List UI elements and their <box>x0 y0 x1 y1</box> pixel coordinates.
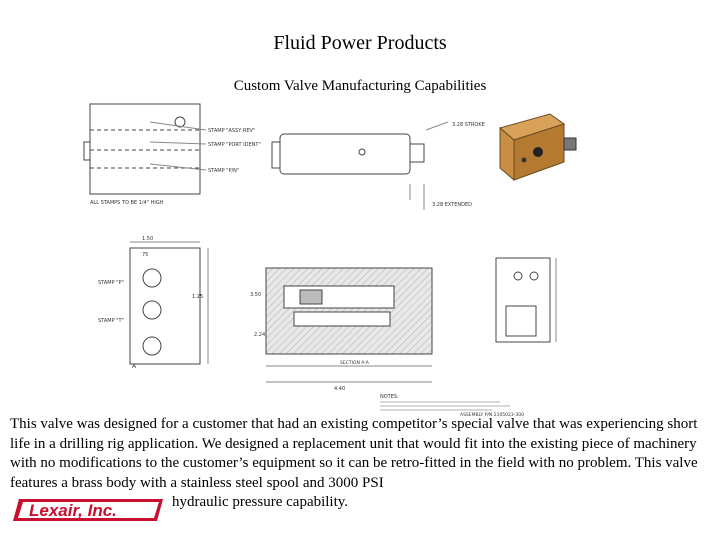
label-stamp-p: STAMP "P" <box>98 280 124 286</box>
label-stamp-part-no: STAMP "P/N" <box>208 168 239 174</box>
label-stamp-assy-rev: STAMP "ASSY REV" <box>208 128 255 134</box>
label-dim-top: 3.28 STROKE <box>452 122 485 128</box>
label-assembly-no: ASSEMBLY P/N 2105023-300 <box>460 412 524 418</box>
label-dim-350: 3.50 <box>250 292 261 298</box>
lexair-logo: Lexair, Inc. <box>13 499 163 521</box>
label-section: SECTION A-A <box>340 360 370 366</box>
label-dim-224: 2.24 <box>254 332 265 338</box>
label-dim-150: 1.50 <box>142 236 153 242</box>
label-dim-125: 1.25 <box>192 294 203 300</box>
page-subtitle: Custom Valve Manufacturing Capabilities <box>233 78 487 94</box>
label-dim-440: 4.40 <box>334 386 345 392</box>
valve-3d-render <box>498 113 577 182</box>
label-notes: NOTES: <box>380 394 399 400</box>
label-section-a: A <box>132 363 137 370</box>
label-dim-extended: 3.28 EXTENDED <box>432 202 472 208</box>
section-view <box>265 267 433 383</box>
description-text: This valve was designed for a customer t… <box>10 416 698 491</box>
valve-technical-drawing: STAMP "ASSY REV" STAMP "PORT IDENT" STAM… <box>83 103 577 418</box>
port-view <box>129 241 209 365</box>
side-view-cylinder <box>271 121 449 210</box>
page-title: Fluid Power Products <box>273 32 447 54</box>
logo-text: Lexair, Inc. <box>29 501 117 520</box>
label-stamp-t: STAMP "T" <box>98 318 124 324</box>
top-view-block <box>83 103 207 195</box>
label-dim-75: 75 <box>142 252 148 258</box>
notes-lines <box>380 401 510 411</box>
label-stamps-note: ALL STAMPS TO BE 1/4" HIGH <box>90 200 164 206</box>
description-text-tail: hydraulic pressure capability. <box>172 494 349 510</box>
label-stamp-port-ident: STAMP "PORT IDENT" <box>208 142 261 148</box>
description-paragraph: This valve was designed for a customer t… <box>10 415 710 513</box>
end-view <box>495 257 557 343</box>
